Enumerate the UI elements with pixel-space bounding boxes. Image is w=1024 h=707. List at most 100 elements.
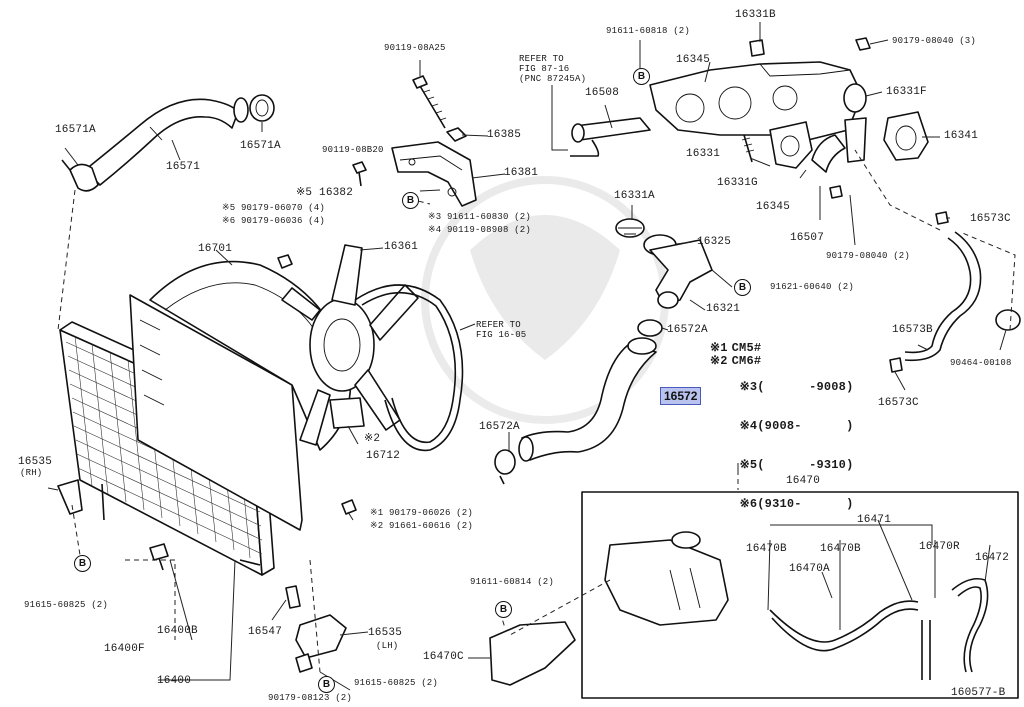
label-16331f: 16331F (886, 86, 927, 98)
clip-16573c-bottom[interactable] (889, 357, 903, 373)
label-16331: 16331 (686, 148, 721, 160)
label-16535-rh: 16535 (18, 456, 53, 468)
label-16331b: 16331B (735, 9, 776, 21)
drain-cock-16400b[interactable] (149, 543, 169, 571)
note-text: (9008- ) (757, 419, 854, 433)
clip-16573c-top[interactable] (935, 211, 949, 225)
b-badge-91615-60825-left[interactable]: B (74, 555, 91, 572)
hose-16507[interactable] (811, 134, 846, 173)
label-16712: 16712 (366, 450, 401, 462)
water-bypass-pipe-16508[interactable] (570, 117, 651, 157)
note-text: CM5# (731, 341, 762, 355)
reservoir-hose-16472[interactable] (951, 577, 989, 673)
note-row: ※3( -9008) (710, 368, 854, 407)
label-90119-08b20: 90119-08B20 (322, 145, 384, 155)
nut-90179-08040-3[interactable] (855, 37, 871, 51)
label-refer-fig-87-16-line3: (PNC 87245A) (519, 74, 587, 84)
label-16472: 16472 (975, 552, 1010, 564)
b-badge-91611-60814[interactable]: B (495, 601, 512, 618)
label-16471: 16471 (857, 514, 892, 526)
lower-radiator-hose-16572[interactable] (518, 337, 657, 462)
note-row: ※5( -9310) (710, 446, 854, 485)
note-text: CM6# (731, 354, 762, 368)
overflow-hose-16573b[interactable] (904, 231, 982, 362)
hose-clamp-16572a-top[interactable] (637, 319, 663, 337)
reservoir-hose-16471[interactable] (769, 600, 931, 680)
note-mark: ※4 (739, 419, 758, 433)
label-90179-08040-3: 90179-08040 (3) (892, 36, 977, 46)
label-16571a-right: 16571A (240, 140, 281, 152)
label-16341: 16341 (944, 130, 979, 142)
nut-90179-08040-2[interactable] (829, 185, 843, 199)
leader-lines (47, 22, 1007, 691)
b-badge-91621-60640[interactable]: B (734, 279, 751, 296)
thermostat-16331a[interactable] (615, 218, 645, 238)
label-refer-fig-16-05-line2: FIG 16-05 (476, 330, 527, 340)
label-91615-60825-right: 91615-60825 (2) (354, 678, 439, 688)
label-16508: 16508 (585, 87, 620, 99)
fan-belt[interactable] (354, 284, 464, 452)
gasket-16341[interactable] (883, 111, 929, 161)
water-outlet-16331f[interactable] (843, 83, 867, 163)
label-m3-91611-60830: ※3 91611-60830 (2) (428, 212, 531, 222)
label-16701: 16701 (198, 243, 233, 255)
label-90119-08a25: 90119-08A25 (384, 43, 446, 53)
bolt-90119-08a25[interactable] (412, 75, 447, 129)
hose-clamp-16571a-left[interactable] (61, 159, 99, 192)
label-m5-90179-06070: ※5 90179-06070 (4) (222, 203, 325, 213)
label-refer-fig-16-05-line1: REFER TO (476, 320, 521, 330)
label-90179-08123: 90179-08123 (2) (268, 693, 353, 703)
highlighted-part-16572[interactable]: 16572 (660, 387, 702, 405)
label-16573c-bottom: 16573C (878, 397, 919, 409)
bracket-16535-rh[interactable] (57, 479, 83, 515)
label-16400b: 16400B (157, 625, 198, 637)
hose-clamp-16571a-right[interactable] (249, 94, 275, 122)
b-badge-m3-91611-60830[interactable]: B (402, 192, 419, 209)
water-outlet-16331[interactable] (649, 61, 863, 141)
label-16331a: 16331A (614, 190, 655, 202)
note-mark: ※2 (710, 354, 728, 368)
label-16400: 16400 (157, 675, 192, 687)
label-refer-fig-87-16-line2: FIG 87-16 (519, 64, 570, 74)
label-16470b-1: 16470B (746, 543, 787, 555)
bolt-m1-90179-06026[interactable] (341, 499, 357, 515)
b-badge-91611-60818[interactable]: B (633, 68, 650, 85)
upper-radiator-hose[interactable] (84, 97, 249, 186)
cooling-fan-16361[interactable] (281, 244, 419, 446)
reservoir-tank-16470[interactable] (604, 531, 729, 626)
label-16470b-2: 16470B (820, 543, 861, 555)
bolt-90179-08123[interactable] (295, 653, 313, 673)
bolt-90119-08b20[interactable] (352, 161, 367, 187)
label-16547: 16547 (248, 626, 283, 638)
plug-16331b[interactable] (749, 39, 765, 57)
note-text: (9310- ) (757, 497, 854, 511)
drain-plug-16547[interactable] (285, 585, 301, 609)
bolt-m5-90179-06070[interactable] (277, 254, 293, 269)
hose-clamp-16572a-bottom[interactable] (494, 449, 516, 485)
bracket-16470c[interactable] (489, 621, 576, 686)
label-16573b: 16573B (892, 324, 933, 336)
cap-90464-00108[interactable] (995, 309, 1021, 331)
label-90464-00108: 90464-00108 (950, 358, 1012, 368)
nut-16385[interactable] (446, 127, 467, 142)
gasket-16345[interactable] (769, 121, 813, 169)
b-badge-91615-60825-right[interactable]: B (318, 676, 335, 693)
stud-16331g[interactable] (741, 134, 755, 163)
fluid-coupling-16712[interactable] (329, 397, 365, 429)
note-row: ※4(9008- ) (710, 407, 854, 446)
note-mark: ※1 (710, 341, 728, 355)
label-16572a-top: 16572A (667, 324, 708, 336)
label-16572a-bottom: 16572A (479, 421, 520, 433)
water-inlet-16321[interactable] (649, 239, 713, 309)
label-16507: 16507 (790, 232, 825, 244)
label-16571: 16571 (166, 161, 201, 173)
bracket-16535-lh[interactable] (295, 614, 347, 659)
label-16535-rh-side: (RH) (20, 468, 43, 478)
bracket-16381[interactable] (391, 141, 477, 207)
label-91615-60825-left: 91615-60825 (2) (24, 600, 109, 610)
label-91611-60818: 91611-60818 (2) (606, 26, 691, 36)
